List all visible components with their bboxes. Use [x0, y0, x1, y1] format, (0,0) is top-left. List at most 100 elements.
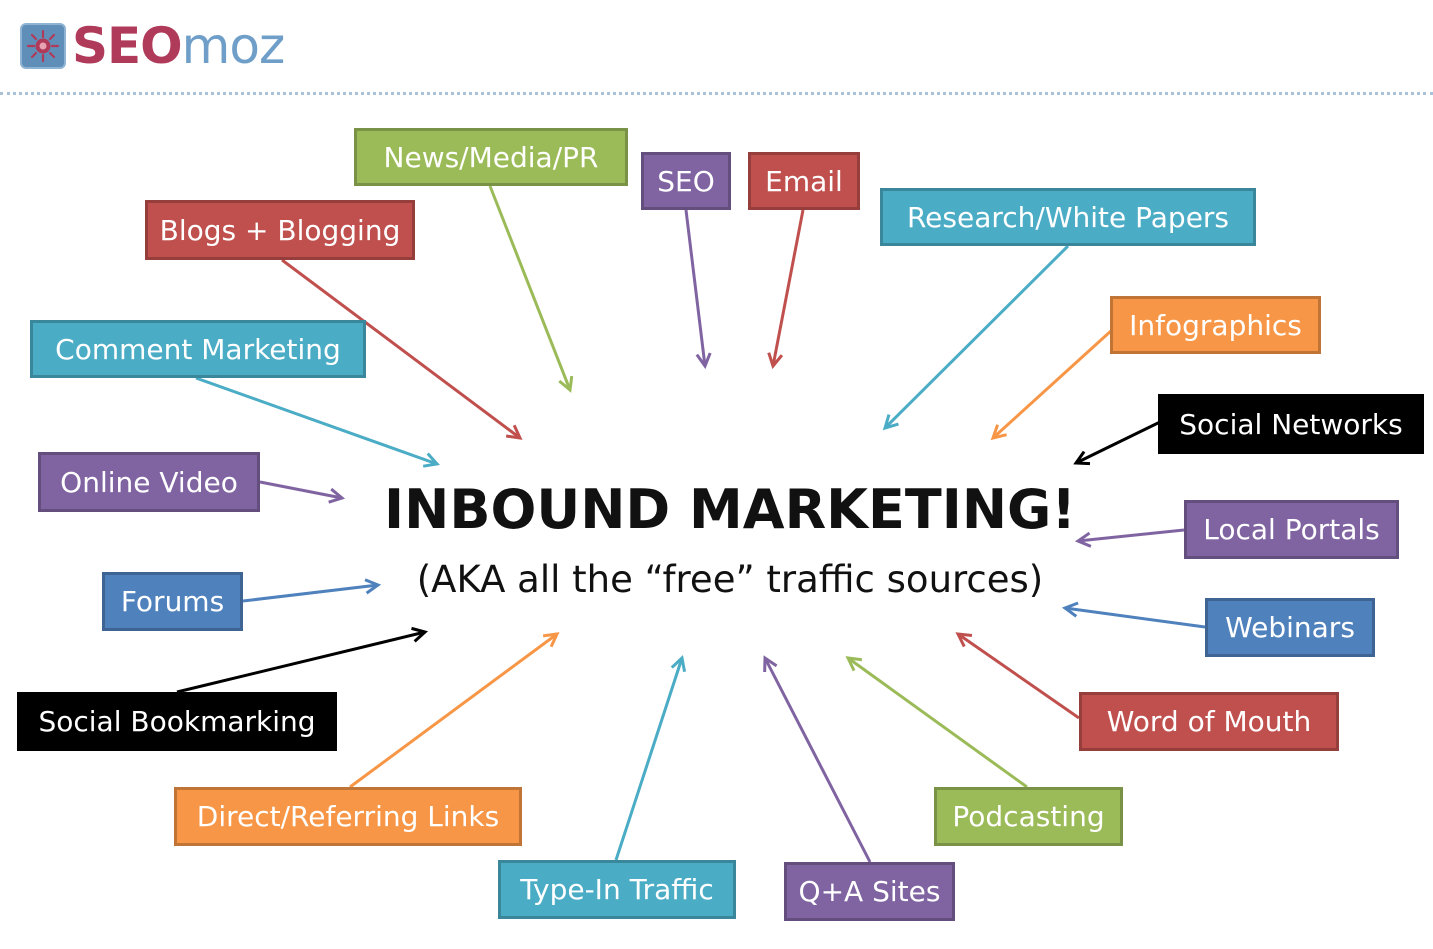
arrow-email	[767, 209, 805, 370]
source-label-online-video: Online Video	[60, 465, 238, 499]
arrowhead-forums	[364, 578, 382, 595]
arrow-line-social-networks	[1075, 420, 1161, 465]
arrow-line-social-bookmarking	[176, 630, 426, 694]
arrow-podcasting	[845, 656, 1028, 789]
sun-burst-icon	[26, 29, 60, 63]
source-label-seo: SEO	[657, 164, 715, 198]
arrowhead-social-bookmarking	[411, 626, 429, 643]
source-label-blogs-blogging: Blogs + Blogging	[159, 213, 401, 247]
source-label-comment-marketing: Comment Marketing	[55, 332, 341, 366]
source-box-word-of-mouth: Word of Mouth	[1079, 692, 1339, 751]
arrowhead-qa-sites	[763, 655, 778, 673]
source-box-type-in-traffic: Type-In Traffic	[498, 860, 736, 919]
source-label-infographics: Infographics	[1129, 308, 1302, 342]
arrow-social-networks	[1073, 420, 1161, 466]
source-label-forums: Forums	[120, 585, 225, 618]
arrow-line-comment-marketing	[195, 376, 438, 466]
source-label-research-white-papers: Research/White Papers	[906, 200, 1230, 234]
logo-moz-text: moz	[181, 17, 286, 75]
source-label-qa-sites: Q+A Sites	[798, 875, 941, 908]
source-label-email: Email	[765, 164, 843, 198]
arrow-blogs-blogging	[281, 258, 523, 440]
source-box-qa-sites: Q+A Sites	[784, 862, 955, 921]
arrow-comment-marketing	[195, 376, 440, 468]
arrowhead-type-in-traffic	[670, 655, 687, 673]
arrow-line-local-portals	[1077, 528, 1185, 543]
source-box-webinars: Webinars	[1205, 598, 1375, 657]
source-box-online-video: Online Video	[38, 452, 260, 512]
arrow-line-webinars	[1064, 606, 1206, 629]
center-title: INBOUND MARKETING!	[384, 478, 1076, 541]
source-box-email: Email	[748, 152, 860, 210]
source-box-blogs-blogging: Blogs + Blogging	[145, 200, 415, 260]
arrowhead-infographics	[990, 424, 1007, 441]
source-label-podcasting: Podcasting	[952, 800, 1105, 833]
arrow-infographics	[990, 328, 1114, 441]
source-label-webinars: Webinars	[1225, 611, 1355, 644]
arrowhead-webinars	[1061, 601, 1079, 618]
source-box-podcasting: Podcasting	[934, 787, 1123, 846]
arrowhead-research-white-papers	[882, 414, 899, 431]
source-label-social-bookmarking: Social Bookmarking	[38, 705, 316, 738]
source-box-seo: SEO	[641, 152, 731, 210]
source-label-news-media-pr: News/Media/PR	[383, 140, 599, 174]
arrow-webinars	[1061, 601, 1206, 629]
arrowhead-comment-marketing	[422, 452, 440, 468]
arrow-seo	[684, 209, 712, 370]
source-label-type-in-traffic: Type-In Traffic	[520, 873, 714, 906]
arrow-line-news-media-pr	[488, 185, 572, 391]
arrow-line-forums	[242, 583, 379, 603]
arrow-line-word-of-mouth	[957, 632, 1080, 720]
arrow-online-video	[259, 480, 346, 504]
arrowhead-online-video	[328, 487, 346, 504]
source-box-infographics: Infographics	[1110, 296, 1321, 354]
arrowhead-seo	[695, 352, 712, 370]
source-label-direct-referring-links: Direct/Referring Links	[196, 800, 500, 833]
arrowhead-blogs-blogging	[505, 424, 523, 440]
arrow-line-seo	[684, 209, 707, 367]
arrow-line-qa-sites	[763, 657, 872, 863]
sun-logo-icon	[20, 23, 66, 69]
arrow-qa-sites	[763, 655, 872, 863]
source-label-word-of-mouth: Word of Mouth	[1106, 705, 1312, 738]
arrow-line-type-in-traffic	[614, 657, 684, 861]
arrow-line-podcasting	[847, 656, 1028, 789]
source-box-news-media-pr: News/Media/PR	[354, 128, 628, 186]
arrow-type-in-traffic	[614, 655, 687, 861]
source-box-comment-marketing: Comment Marketing	[30, 320, 366, 378]
arrow-direct-referring-links	[349, 632, 560, 789]
arrow-social-bookmarking	[176, 626, 429, 694]
arrowhead-local-portals	[1074, 531, 1092, 548]
center-subtitle: (AKA all the “free” traffic sources)	[416, 558, 1044, 601]
arrow-line-direct-referring-links	[349, 632, 558, 789]
logo-wordmark: SEOmoz	[72, 17, 286, 75]
source-label-local-portals: Local Portals	[1203, 513, 1380, 546]
arrowhead-social-networks	[1073, 450, 1091, 466]
arrow-word-of-mouth	[955, 632, 1080, 720]
arrow-forums	[242, 578, 382, 603]
arrowhead-news-media-pr	[558, 375, 574, 393]
header-divider	[0, 92, 1433, 95]
source-box-forums: Forums	[102, 572, 243, 631]
source-box-social-networks: Social Networks	[1158, 394, 1424, 454]
arrowhead-email	[767, 352, 784, 370]
source-label-social-networks: Social Networks	[1179, 407, 1403, 441]
seomoz-logo: SEOmoz	[20, 17, 286, 75]
arrowhead-podcasting	[845, 656, 863, 672]
source-box-social-bookmarking: Social Bookmarking	[17, 692, 337, 751]
logo-seo-text: SEO	[72, 17, 183, 75]
arrow-line-online-video	[259, 480, 343, 500]
source-box-direct-referring-links: Direct/Referring Links	[174, 787, 522, 846]
arrow-line-research-white-papers	[883, 244, 1070, 430]
arrow-line-infographics	[991, 328, 1114, 440]
arrow-news-media-pr	[488, 185, 574, 393]
arrowhead-word-of-mouth	[955, 632, 973, 648]
source-box-local-portals: Local Portals	[1184, 500, 1399, 559]
arrow-line-email	[771, 209, 805, 367]
arrowhead-direct-referring-links	[542, 632, 560, 648]
arrow-local-portals	[1074, 528, 1185, 548]
source-box-research-white-papers: Research/White Papers	[880, 188, 1256, 246]
arrow-line-blogs-blogging	[281, 258, 521, 440]
arrow-research-white-papers	[882, 244, 1070, 431]
